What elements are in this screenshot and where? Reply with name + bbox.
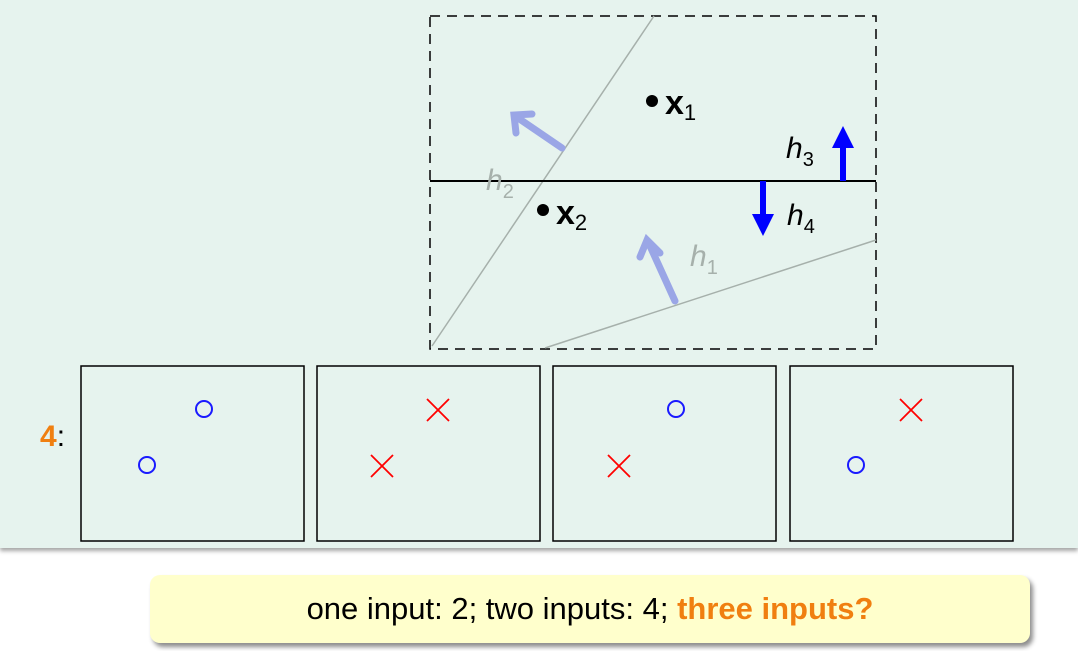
dichotomy-1 [80, 365, 305, 542]
cross-marker [899, 398, 923, 422]
dichotomy-count-label: 4: [40, 420, 65, 454]
count-separator: : [56, 420, 66, 453]
cross-marker [370, 454, 394, 478]
summary-callout: one input: 2; two inputs: 4; three input… [150, 575, 1030, 643]
cross-marker [607, 454, 631, 478]
h1-line [544, 239, 877, 349]
hypothesis-diagram: x1 x2 h1 h2 h3 h4 [80, 15, 1014, 542]
h3-label: h3 [786, 132, 814, 171]
summary-plain-text: one input: 2; two inputs: 4; [306, 591, 678, 626]
h1-label: h1 [690, 240, 718, 279]
cross-marker [426, 398, 450, 422]
dichotomy-2 [316, 365, 541, 542]
point-x1-dot [646, 95, 658, 107]
point-x1-label: x1 [665, 84, 696, 125]
circle-marker [195, 400, 213, 418]
summary-text: one input: 2; two inputs: 4; three input… [150, 575, 1030, 643]
dichotomy-3 [552, 365, 777, 542]
h4-label: h4 [787, 199, 815, 238]
h3-arrow [832, 126, 854, 181]
h1-arrow [636, 233, 679, 305]
summary-emphasis: three inputs? [677, 591, 874, 626]
point-x2-label: x2 [556, 194, 587, 235]
h2-arrow [510, 110, 566, 152]
content-panel: x1 x2 h1 h2 h3 h4 [0, 0, 1078, 548]
dichotomy-4 [789, 365, 1014, 542]
circle-marker [138, 456, 156, 474]
circle-marker [847, 456, 865, 474]
point-x2-dot [537, 204, 549, 216]
dichotomy-count: 4 [40, 420, 57, 453]
circle-marker [667, 400, 685, 418]
h2-label: h2 [486, 164, 514, 203]
input-space-box [429, 15, 877, 350]
h4-arrow [752, 181, 774, 236]
